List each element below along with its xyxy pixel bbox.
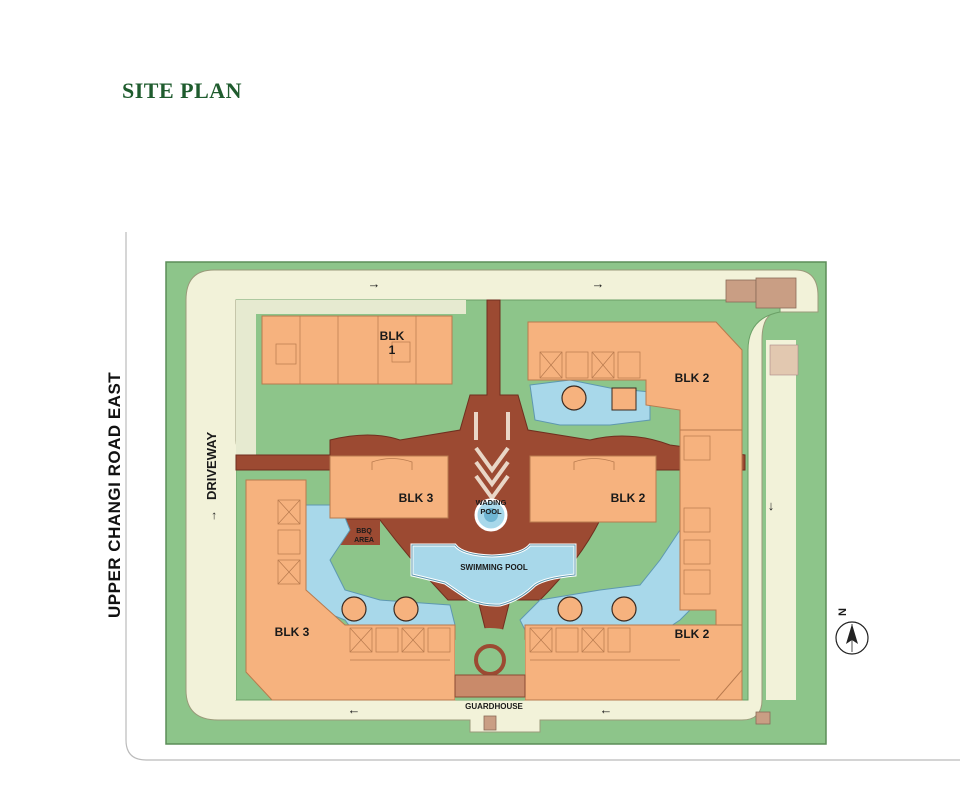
road-curb <box>125 232 960 761</box>
traffic-arrow-south: ↓ <box>768 498 775 513</box>
traffic-arrow-west: ← <box>348 702 361 717</box>
blk-2-label: BLK 2 <box>675 627 710 641</box>
north-compass-icon <box>835 621 869 655</box>
guardhouse-label: GUARDHOUSE <box>465 702 523 711</box>
plaza-paving <box>474 412 510 502</box>
traffic-arrow-east: → <box>592 276 605 291</box>
utility-building <box>755 277 797 309</box>
compass-north-letter: N <box>837 608 849 616</box>
blk-2-building <box>529 455 657 523</box>
swimming-pool-label: SWIMMING POOL <box>460 563 528 572</box>
blk-3-label: BLK 3 <box>275 625 310 639</box>
blk-2-label: BLK 2 <box>675 371 710 385</box>
blk-2-label: BLK 2 <box>611 491 646 505</box>
driveway-label: DRIVEWAY <box>204 432 219 500</box>
traffic-arrow-west: ← <box>600 702 613 717</box>
driveway-arrow: → <box>205 510 219 522</box>
traffic-arrow-east: → <box>368 276 381 291</box>
blk-1-label-line1: BLK <box>380 329 405 343</box>
driveway-strip <box>188 300 236 700</box>
wading-pool-label-line1: WADING <box>476 498 507 507</box>
blk-1-label-line2: 1 <box>389 343 396 357</box>
bbq-area-label-line2: AREA <box>354 537 374 544</box>
road-name-label: UPPER CHANGI ROAD EAST <box>105 372 124 618</box>
bbq-area-label-line1: BBQ <box>356 528 372 535</box>
blk-1-building <box>261 315 453 385</box>
blk-3-building <box>245 479 456 701</box>
blk-2-building <box>524 624 743 701</box>
wading-pool-label-line2: POOL <box>480 507 502 516</box>
page-title: SITE PLAN <box>122 78 243 103</box>
utility-building <box>725 279 757 303</box>
blk-3-building <box>329 455 449 519</box>
guardhouse-building <box>454 674 526 698</box>
blk-3-label: BLK 3 <box>399 491 434 505</box>
